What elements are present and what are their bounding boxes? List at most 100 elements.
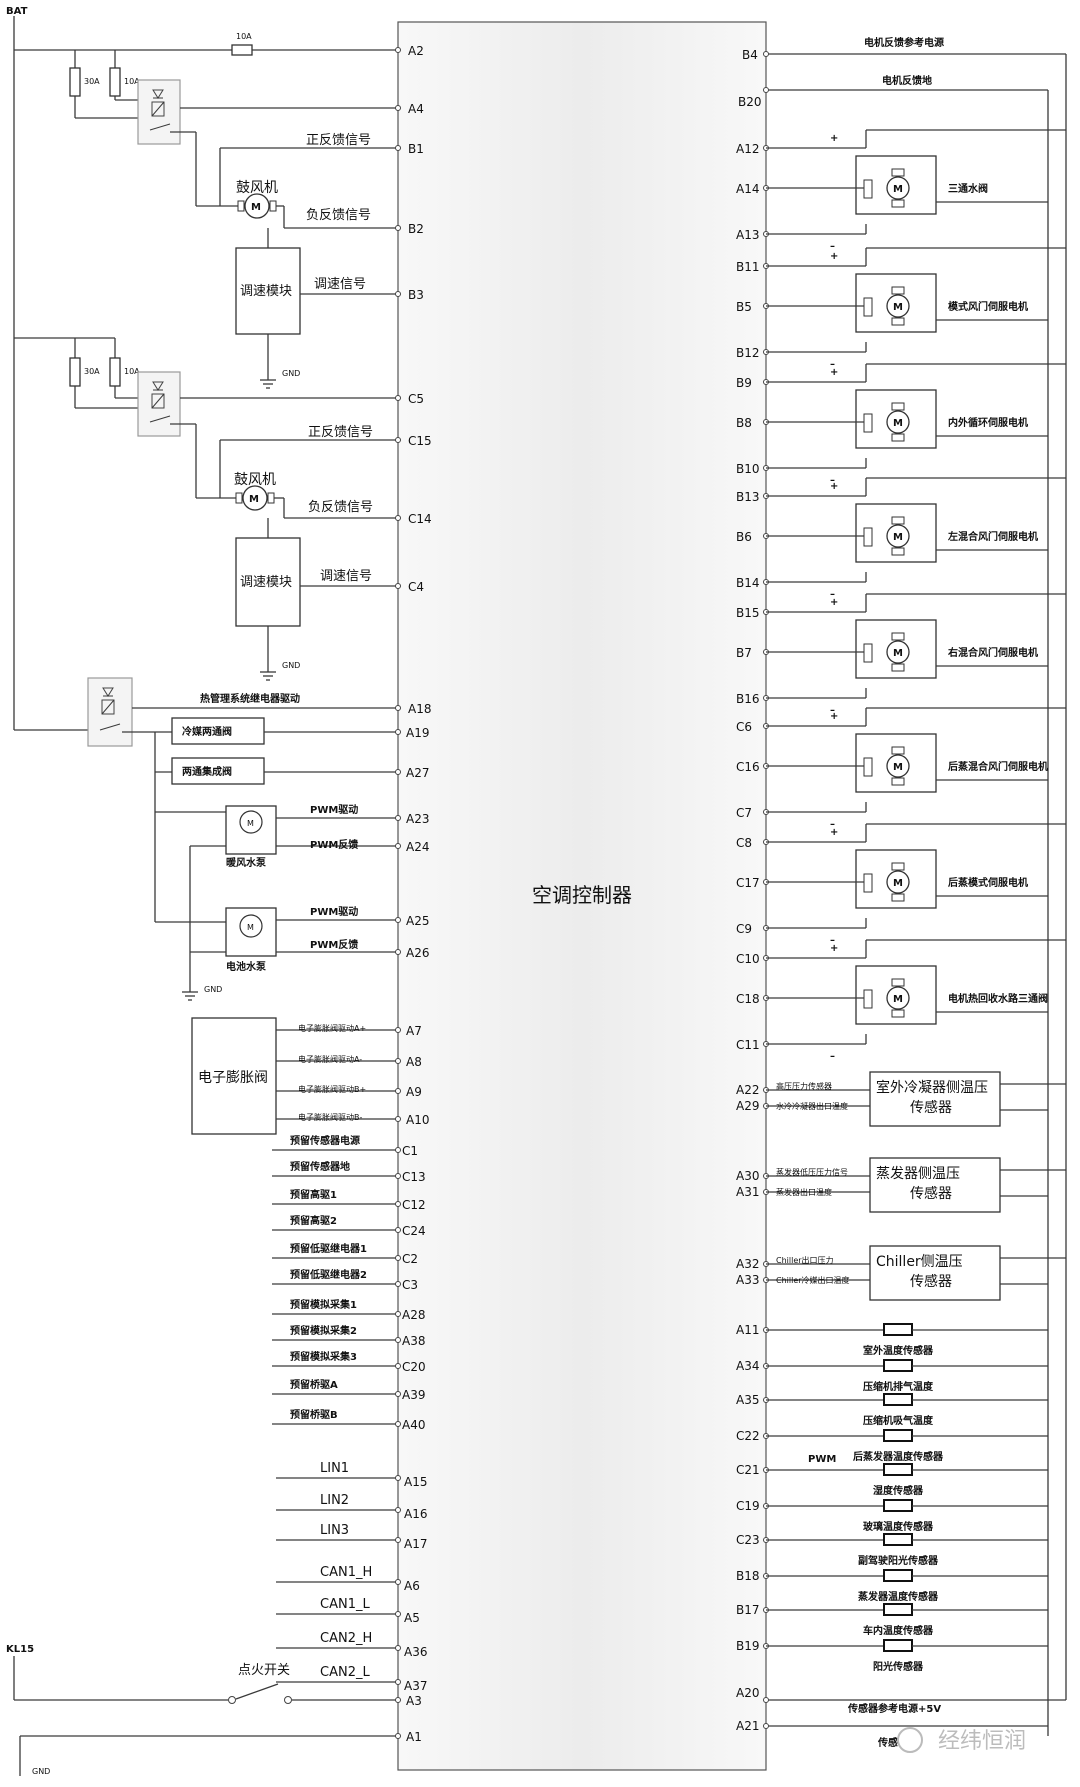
reserved-label: 预留桥驱B	[290, 1408, 338, 1421]
pt-sensor: A32A33Chiller出口压力Chiller冷媒出口温度Chiller侧温压…	[736, 1245, 1066, 1301]
speed-module-1-label: 调速模块	[240, 284, 292, 299]
temp-label: 副驾驶阳光传感器	[858, 1554, 939, 1567]
pin-A23: A23	[406, 812, 429, 826]
reserved-label: 预留模拟采集2	[290, 1324, 357, 1337]
pin-B20: B20	[738, 95, 762, 109]
pin-C15: C15	[408, 434, 432, 448]
watermark-text: 经纬恒润	[938, 1729, 1026, 1754]
bus-pin: A17	[404, 1537, 427, 1551]
motor-icon	[886, 640, 910, 664]
fuse-10a-2	[109, 357, 121, 387]
bus-label: LIN2	[320, 1493, 349, 1508]
potentiometer-icon	[863, 757, 873, 777]
resistor-icon	[883, 1359, 913, 1372]
pin-A19: A19	[406, 726, 429, 740]
reserved-label: 预留低驱继电器1	[290, 1242, 367, 1255]
reserved-label: 预留模拟采集3	[290, 1350, 357, 1363]
bus-pin: A5	[404, 1611, 420, 1625]
pt-pin: A30	[736, 1169, 759, 1183]
sensor-gnd-label: 传感	[877, 1736, 898, 1749]
potentiometer-icon	[863, 527, 873, 547]
pt-sensor-box	[869, 1157, 1001, 1213]
reserved-label: 预留传感器电源	[290, 1134, 360, 1147]
motor-icon	[886, 754, 910, 778]
temp-label: 蒸发器温度传感器	[858, 1590, 939, 1603]
pt-pin: A31	[736, 1185, 759, 1199]
actuator-name: 左混合风门伺服电机	[947, 530, 1038, 543]
reserved-pin: A40	[402, 1418, 425, 1432]
temp-pin: C22	[736, 1429, 760, 1443]
motor-symbol: M	[893, 532, 903, 543]
blower-1-label: 鼓风机	[236, 180, 278, 196]
bus-pin: A36	[404, 1645, 427, 1659]
actuator-pin: A12	[736, 142, 759, 156]
pin-A18: A18	[408, 702, 431, 716]
temp-sensor: C22 后蒸发器温度传感器	[736, 1429, 1048, 1463]
exv-signal-4: 电子膨胀阀驱动B-	[298, 1112, 362, 1122]
actuator-pin: B15	[736, 606, 760, 620]
pin-C5: C5	[408, 392, 424, 406]
minus-sign: –	[830, 819, 835, 830]
pump-1-pwm-drive: PWM驱动	[310, 803, 358, 816]
gnd-label-3: GND	[204, 985, 222, 994]
actuator-name: 后蒸模式伺服电机	[948, 876, 1028, 889]
bus-pin: A15	[404, 1475, 427, 1489]
minus-sign: –	[830, 241, 835, 252]
fuse-10a-1	[109, 67, 121, 97]
temp-label: 后蒸发器温度传感器	[853, 1450, 944, 1463]
blower-1-speed-signal: 调速信号	[314, 277, 366, 292]
reserved-label: 预留高驱1	[290, 1188, 337, 1201]
reserved-label: 预留低驱继电器2	[290, 1268, 367, 1281]
potentiometer-icon	[863, 989, 873, 1009]
potentiometer-icon	[863, 413, 873, 433]
pin-A2: A2	[408, 44, 424, 58]
temp-pin: C19	[736, 1499, 760, 1513]
motor-icon	[886, 410, 910, 434]
reserved-pin: C20	[402, 1360, 426, 1374]
pin-dot	[395, 1201, 401, 1207]
fuse-30a-1	[69, 67, 81, 97]
actuator-name: 后蒸混合风门伺服电机	[948, 760, 1048, 773]
thermal-relay-drive-label: 热管理系统继电器驱动	[200, 692, 300, 705]
fuse-30a-2-label: 30A	[84, 367, 100, 376]
temp-pin: B19	[736, 1639, 760, 1653]
reserved-label: 预留桥驱A	[290, 1378, 338, 1391]
actuator-pin: C7	[736, 806, 752, 820]
reserved-pin: C13	[402, 1170, 426, 1184]
reserved-label: 预留模拟采集1	[290, 1298, 357, 1311]
temp-pin: C23	[736, 1533, 760, 1547]
minus-sign: –	[830, 589, 835, 600]
pin-dot	[395, 1645, 401, 1651]
resistor-icon	[883, 1639, 913, 1652]
actuator-name: 右混合风门伺服电机	[947, 646, 1038, 659]
ignition-switch-label: 点火开关	[238, 1663, 290, 1678]
relay-1	[137, 79, 181, 145]
temp-pin: B18	[736, 1569, 760, 1583]
pin-dot	[395, 1227, 401, 1233]
exv-block	[191, 1017, 277, 1135]
fuse-30a-2	[69, 357, 81, 387]
blower-1-motor-icon	[244, 193, 270, 219]
pin-B1: B1	[408, 142, 424, 156]
pin-dot	[395, 1281, 401, 1287]
bus-label: CAN1_H	[320, 1565, 372, 1580]
pin-A10: A10	[406, 1113, 429, 1127]
motor-symbol: M	[893, 762, 903, 773]
temp-pin: C21	[736, 1463, 760, 1477]
valve-integrated-label: 两通集成阀	[182, 765, 232, 778]
plus-sign: +	[830, 251, 838, 262]
actuator-pin: B10	[736, 462, 760, 476]
pt-name: 室外冷凝器侧温压	[876, 1079, 988, 1096]
bus-label: CAN2_H	[320, 1631, 372, 1646]
valve-integrated	[171, 757, 265, 785]
potentiometer-icon	[863, 297, 873, 317]
blower-1-motor-symbol: M	[251, 202, 261, 213]
kl15-label: KL15	[6, 1644, 34, 1655]
